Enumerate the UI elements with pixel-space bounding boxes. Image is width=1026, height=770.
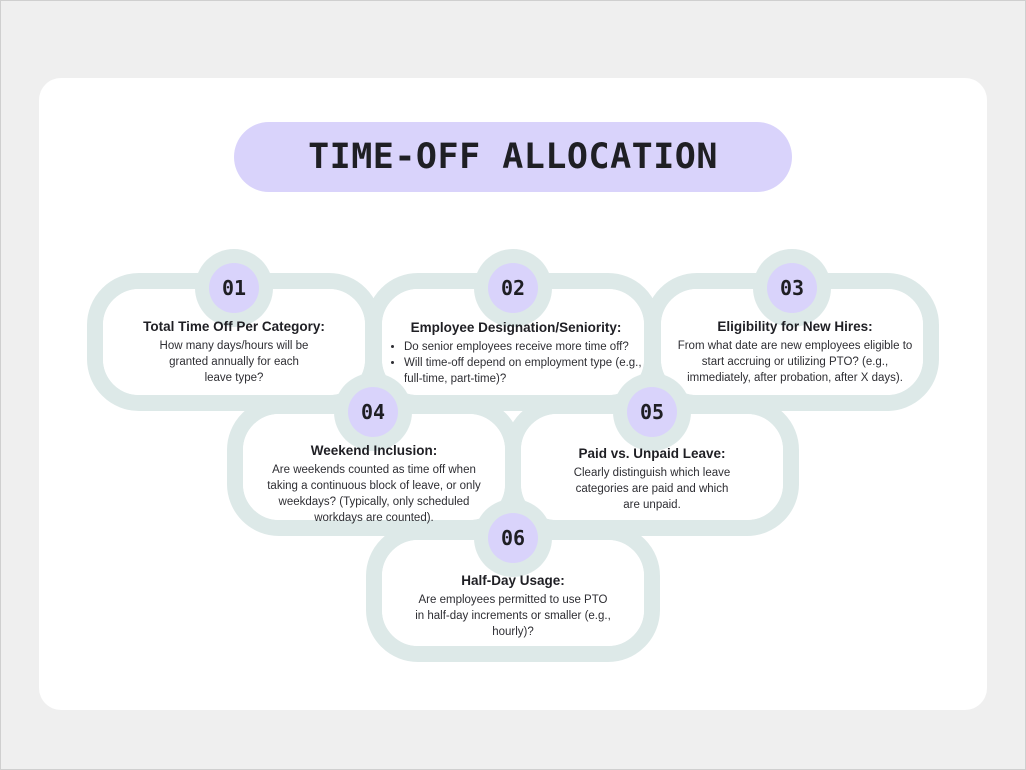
item-content-04: Weekend Inclusion: Are weekends counted …: [248, 443, 500, 526]
badge-05: 05: [627, 387, 677, 437]
item-desc-line: start accruing or utilizing PTO? (e.g.,: [701, 356, 889, 368]
list-item: Do senior employees receive more time of…: [404, 339, 644, 355]
item-desc-line: weekdays? (Typically, only scheduled: [278, 496, 470, 508]
item-heading-04: Weekend Inclusion:: [310, 443, 438, 458]
item-desc-line: immediately, after probation, after X da…: [687, 372, 903, 384]
item-heading-06: Half-Day Usage:: [461, 573, 565, 588]
badge-06: 06: [488, 513, 538, 563]
title-pill: TIME-OFF ALLOCATION: [234, 122, 792, 192]
item-desc-line: Clearly distinguish which leave: [573, 467, 731, 479]
item-bullet-list-02: Do senior employees receive more time of…: [388, 339, 644, 387]
item-content-05: Paid vs. Unpaid Leave: Clearly distingui…: [526, 446, 778, 513]
badge-01: 01: [209, 263, 259, 313]
item-heading-02: Employee Designation/Seniority:: [410, 320, 622, 335]
list-item: Will time-off depend on employment type …: [404, 355, 644, 387]
item-desc-line: From what date are new employees eligibl…: [677, 340, 913, 352]
item-desc-line: leave type?: [204, 372, 264, 384]
badge-04: 04: [348, 387, 398, 437]
item-desc-line: Are weekends counted as time off when: [272, 464, 476, 476]
item-heading-03: Eligibility for New Hires:: [717, 319, 873, 334]
item-desc-line: hourly)?: [492, 626, 534, 638]
item-desc-line: workdays are counted).: [314, 512, 434, 524]
item-content-02: Employee Designation/Seniority: Do senio…: [388, 320, 644, 387]
item-desc-line: How many days/hours will be: [159, 340, 309, 352]
page-title: TIME-OFF ALLOCATION: [308, 137, 718, 177]
item-desc-line: are unpaid.: [623, 499, 681, 511]
item-desc-line: categories are paid and which: [575, 483, 729, 495]
item-heading-01: Total Time Off Per Category:: [143, 319, 325, 334]
item-content-01: Total Time Off Per Category: How many da…: [108, 319, 360, 386]
item-content-06: Half-Day Usage: Are employees permitted …: [387, 573, 639, 640]
item-desc-line: in half-day increments or smaller (e.g.,: [415, 610, 611, 622]
item-heading-05: Paid vs. Unpaid Leave:: [578, 446, 726, 461]
badge-02: 02: [488, 263, 538, 313]
item-desc-line: granted annually for each: [169, 356, 299, 368]
badge-03: 03: [767, 263, 817, 313]
item-desc-line: Are employees permitted to use PTO: [418, 594, 608, 606]
item-desc-line: taking a continuous block of leave, or o…: [267, 480, 481, 492]
item-content-03: Eligibility for New Hires: From what dat…: [658, 319, 932, 386]
